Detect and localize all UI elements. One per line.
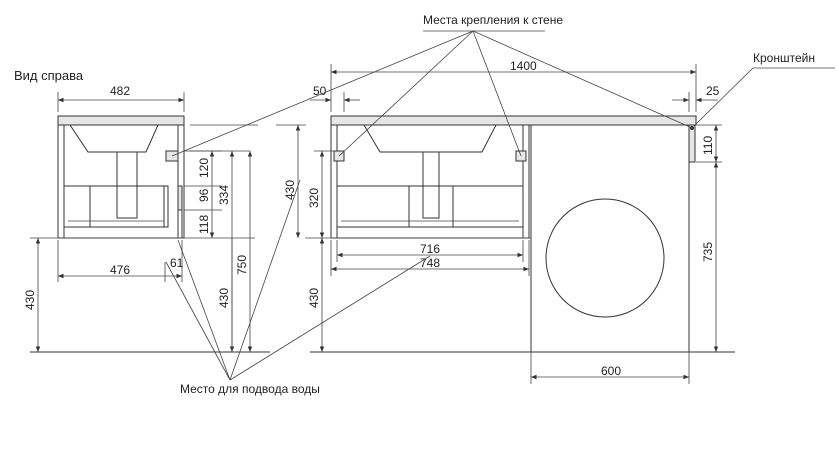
- dim-side-depth: 476 61: [57, 240, 184, 282]
- side-sink-bowl: [69, 124, 159, 153]
- dim-machine-735: 735: [701, 162, 719, 352]
- dim-side-stack: 120 96 118: [184, 150, 222, 238]
- dim-side-430-mid: 430: [217, 238, 233, 352]
- dim-front-50: 50: [310, 84, 360, 112]
- callouts: Места крепления к стене Кронштейн Место …: [165, 13, 835, 396]
- dim-side-430-left: 430: [23, 238, 41, 352]
- svg-text:120: 120: [197, 158, 211, 178]
- front-drain-pipe: [422, 151, 440, 219]
- dim-front-1400: 1400: [330, 59, 697, 112]
- front-countertop: [330, 115, 697, 126]
- dim-front-25: 25: [672, 84, 720, 112]
- svg-text:61: 61: [170, 256, 184, 270]
- svg-text:476: 476: [110, 263, 130, 277]
- svg-text:482: 482: [110, 84, 130, 98]
- front-sink-bowl: [363, 124, 497, 153]
- dim-machine-600: 600: [530, 352, 690, 384]
- svg-text:334: 334: [217, 185, 231, 205]
- svg-text:748: 748: [420, 256, 440, 270]
- svg-text:735: 735: [701, 242, 715, 262]
- svg-text:430: 430: [283, 180, 297, 200]
- svg-text:430: 430: [217, 288, 231, 308]
- svg-text:430: 430: [23, 290, 37, 310]
- svg-text:25: 25: [706, 84, 720, 98]
- side-countertop: [57, 115, 185, 126]
- dim-side-430-right: 430: [276, 124, 306, 238]
- bracket: [688, 124, 696, 163]
- water-supply-label: Место для подвода воды: [180, 382, 320, 396]
- washing-machine-door: [545, 198, 665, 318]
- svg-text:50: 50: [313, 84, 327, 98]
- svg-text:96: 96: [197, 188, 211, 202]
- front-view: 1400 50 25 320 430: [305, 59, 735, 384]
- dim-side-334: 334: [190, 150, 250, 352]
- svg-text:716: 716: [420, 242, 440, 256]
- svg-text:430: 430: [307, 288, 321, 308]
- svg-text:110: 110: [701, 136, 715, 155]
- side-view: Вид справа 482 4: [14, 68, 306, 353]
- side-drain-pipe: [116, 151, 138, 219]
- wall-mounts-label: Места крепления к стене: [423, 13, 563, 27]
- dim-side-width: 482: [57, 84, 185, 112]
- svg-text:1400: 1400: [510, 59, 537, 73]
- bracket-label: Кронштейн: [753, 51, 815, 65]
- washing-machine: [530, 124, 690, 353]
- right-view-label: Вид справа: [14, 68, 84, 83]
- svg-text:750: 750: [235, 255, 249, 275]
- dim-front-widths: 716 748: [330, 240, 530, 276]
- dim-bracket-110: 110: [696, 124, 722, 163]
- svg-text:118: 118: [197, 215, 211, 234]
- dim-front-430: 430: [307, 238, 325, 352]
- svg-text:600: 600: [601, 364, 621, 378]
- side-drawer: [63, 185, 169, 228]
- svg-text:320: 320: [307, 188, 321, 208]
- dim-front-320: 320: [307, 150, 334, 238]
- front-drawer: [336, 185, 524, 228]
